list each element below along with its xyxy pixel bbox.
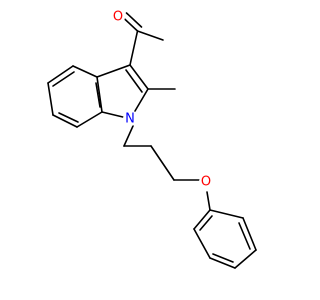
bond-n1-chain bbox=[123, 125, 134, 147]
bond-chain-2-3 bbox=[150, 145, 175, 181]
bond-c3a-c7a bbox=[96, 76, 103, 113]
bond-ph-2-3 bbox=[242, 217, 257, 251]
bond-c7-c7a bbox=[76, 111, 103, 128]
molecule-structure: O N O bbox=[47, 10, 257, 269]
bond-c2-n1 bbox=[134, 88, 149, 112]
bond-acetyl-c-o-double bbox=[125, 12, 143, 28]
bond-ph-5-6 bbox=[193, 228, 211, 259]
bond-ph-2-3-double bbox=[238, 222, 251, 250]
atom-oxygen-ether: O bbox=[199, 175, 213, 190]
atom-label-o2: O bbox=[201, 175, 211, 190]
atom-label-o1: O bbox=[113, 10, 123, 25]
bond-c4-c5 bbox=[47, 65, 74, 84]
bond-acetyl-c-methyl bbox=[136, 30, 164, 41]
bond-ph-4-5 bbox=[209, 257, 236, 269]
atom-oxygen-carbonyl: O bbox=[111, 10, 125, 25]
atom-label-n1: N bbox=[125, 112, 135, 127]
bond-c5-c6 bbox=[47, 82, 54, 116]
bond-ph-3-4 bbox=[234, 249, 257, 269]
bond-acetyl-c-ring bbox=[129, 30, 139, 66]
bond-o-phenyl bbox=[206, 191, 211, 211]
atom-nitrogen: N bbox=[123, 112, 137, 127]
bond-c3-c2-double bbox=[125, 69, 143, 93]
bond-ph-4-5-double bbox=[212, 253, 234, 263]
bond-ph-6-1 bbox=[193, 209, 211, 230]
bond-ph-6-1-double bbox=[199, 215, 213, 231]
bond-c3a-c4 bbox=[72, 65, 98, 78]
bond-c7a-c3a-inner bbox=[95, 82, 101, 108]
bond-n1-c7a bbox=[101, 111, 128, 119]
bond-c4-c5-double bbox=[52, 71, 75, 87]
bond-c3-c2 bbox=[129, 64, 149, 90]
bond-c6-c7-double bbox=[58, 112, 79, 123]
bond-c6-c7 bbox=[52, 114, 78, 128]
bond-c3a-c3 bbox=[96, 64, 131, 78]
bond-ph-1-2 bbox=[209, 209, 244, 219]
bond-acetyl-c-o bbox=[121, 16, 139, 32]
